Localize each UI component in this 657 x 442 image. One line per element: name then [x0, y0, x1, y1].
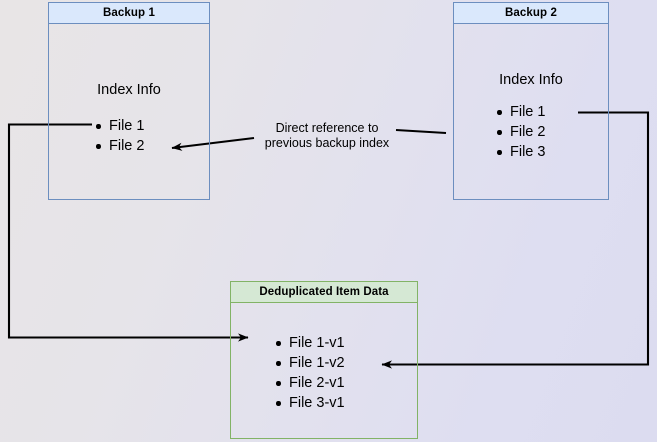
backup-2-file-list: File 1 File 2 File 3 [496, 102, 545, 162]
deduplicated-item-data-node[interactable]: Deduplicated Item Data File 1-v1 File 1-… [230, 281, 418, 439]
list-item: File 1-v2 [275, 353, 345, 373]
backup-1-header: Backup 1 [48, 2, 210, 24]
list-item: File 2-v1 [275, 373, 345, 393]
list-item: File 2 [95, 136, 144, 156]
backup-1-index-info-label: Index Info [97, 82, 161, 98]
direct-reference-caption: Direct reference to previous backup inde… [264, 121, 390, 150]
list-item: File 3-v1 [275, 393, 345, 413]
list-item: File 1 [496, 102, 545, 122]
deduplicated-item-data-body: File 1-v1 File 1-v2 File 2-v1 File 3-v1 [230, 303, 418, 439]
list-item: File 3 [496, 142, 545, 162]
backup-1-body: Index Info File 1 File 2 [48, 24, 210, 200]
list-item: File 1-v1 [275, 333, 345, 353]
backup-2-body: Index Info File 1 File 2 File 3 [453, 24, 609, 200]
backup-2-index-info-label: Index Info [499, 72, 563, 88]
deduplicated-item-data-header: Deduplicated Item Data [230, 281, 418, 303]
backup-2-header: Backup 2 [453, 2, 609, 24]
backup-1-node[interactable]: Backup 1 Index Info File 1 File 2 [48, 2, 210, 200]
list-item: File 2 [496, 122, 545, 142]
backup-1-file-list: File 1 File 2 [95, 116, 144, 156]
list-item: File 1 [95, 116, 144, 136]
deduplicated-file-list: File 1-v1 File 1-v2 File 2-v1 File 3-v1 [275, 333, 345, 413]
backup-2-node[interactable]: Backup 2 Index Info File 1 File 2 File 3 [453, 2, 609, 200]
